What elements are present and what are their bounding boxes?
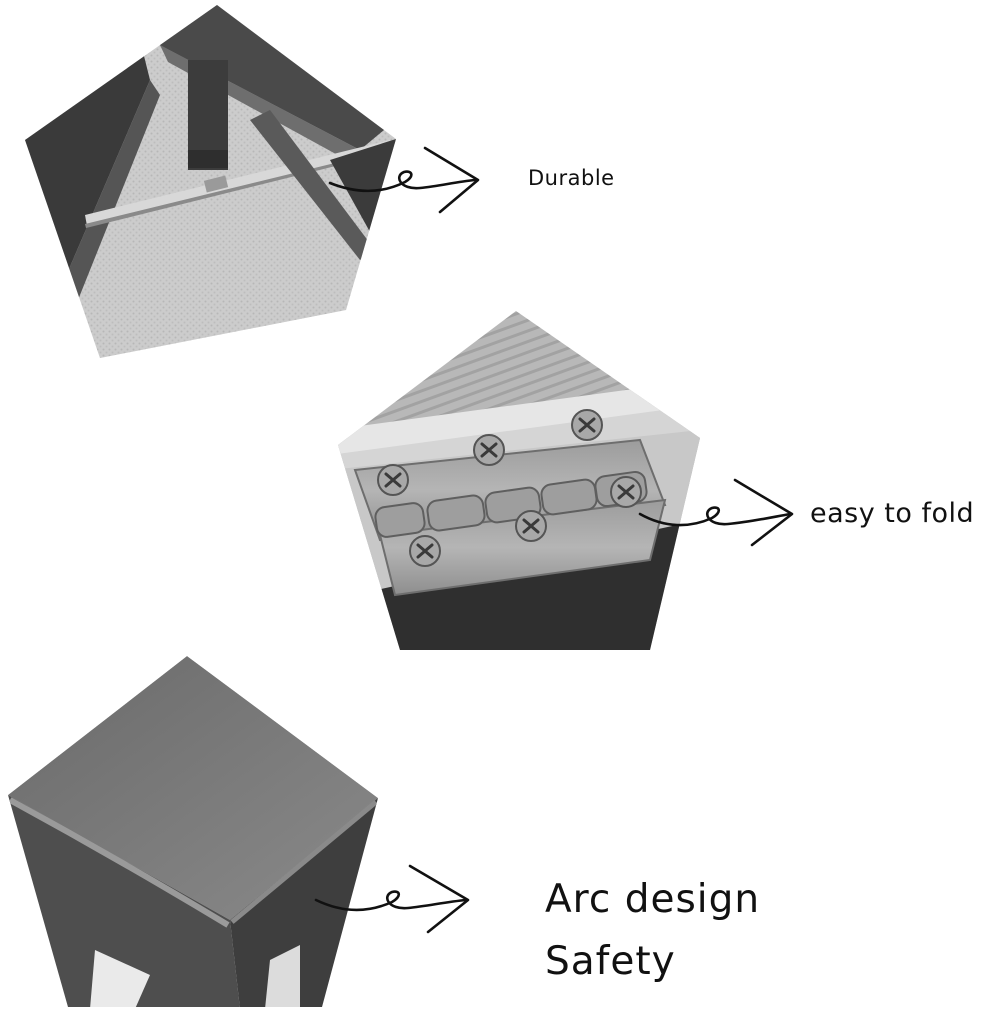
curly-arrow-icon-arc (314, 864, 470, 934)
curly-arrow-icon-durable (328, 146, 480, 214)
feature-label-durable: Durable (528, 166, 615, 190)
feature-label-safety: Safety (545, 939, 676, 984)
feature-label-easy-to-fold: easy to fold (810, 498, 975, 529)
curly-arrow-icon-fold (638, 478, 794, 547)
photo-bench-leg (25, 5, 396, 358)
feature-label-arc-design: Arc design (545, 877, 761, 922)
photo-hinge (338, 311, 700, 650)
photo-bench-corner (8, 656, 378, 1007)
